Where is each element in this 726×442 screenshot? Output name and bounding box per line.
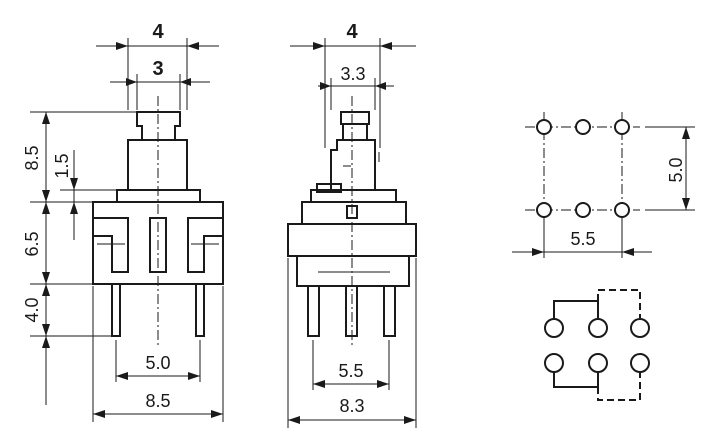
side-dim-pin-spacing: 5.5 bbox=[338, 361, 363, 381]
front-body-left-detail bbox=[93, 217, 129, 273]
footprint-hole bbox=[536, 119, 552, 135]
front-view bbox=[92, 96, 224, 345]
side-view bbox=[287, 96, 417, 345]
front-dim-top-width: 4 bbox=[152, 21, 164, 43]
schematic-dashed-link-bottom bbox=[597, 372, 641, 401]
footprint-hole bbox=[614, 202, 630, 218]
side-latch bbox=[316, 183, 342, 193]
footprint-hole bbox=[536, 202, 552, 218]
schematic-contact bbox=[544, 318, 564, 338]
footprint-hole bbox=[575, 119, 591, 135]
front-dim-step: 1.5 bbox=[52, 153, 72, 178]
front-dimensions: 4 3 8.5 6.5 4.0 1.5 5.0 bbox=[22, 21, 224, 422]
front-pin-right bbox=[195, 283, 205, 337]
pcb-footprint: 5.0 5.5 bbox=[512, 112, 695, 258]
side-dimensions: 4 3.3 5.5 8.3 bbox=[287, 21, 417, 428]
front-dim-pin-length: 4.0 bbox=[22, 297, 42, 322]
front-body-right-detail bbox=[187, 217, 223, 273]
front-dim-height-upper: 8.5 bbox=[22, 145, 42, 170]
side-dim-stem-width: 3.3 bbox=[340, 64, 365, 84]
schematic-solid-link bbox=[553, 300, 599, 328]
front-dim-body-width: 8.5 bbox=[145, 391, 170, 411]
side-plunger-cap bbox=[340, 111, 370, 125]
side-dim-body-width: 8.3 bbox=[339, 396, 364, 416]
side-pin-middle bbox=[345, 285, 358, 337]
schematic-dashed-link bbox=[597, 289, 641, 318]
front-dim-height-body: 6.5 bbox=[22, 231, 42, 256]
front-dim-pin-spacing: 5.0 bbox=[145, 353, 170, 373]
side-dim-top-width: 4 bbox=[346, 21, 358, 43]
footprint-hole bbox=[614, 119, 630, 135]
side-pin-right bbox=[383, 285, 396, 337]
schematic-contact bbox=[588, 353, 608, 373]
side-pin-left bbox=[307, 285, 320, 337]
front-pin-left bbox=[111, 283, 121, 337]
schematic-contact bbox=[630, 353, 650, 373]
footprint-dim-row-spacing: 5.0 bbox=[666, 157, 686, 182]
schematic-contact bbox=[544, 353, 564, 373]
side-plunger-stem bbox=[330, 139, 376, 191]
footprint-dim-col-spacing: 5.5 bbox=[570, 229, 595, 249]
side-body-lower bbox=[296, 255, 410, 287]
schematic-contact bbox=[630, 318, 650, 338]
schematic-solid-link-bottom bbox=[553, 372, 599, 388]
footprint-hole bbox=[575, 202, 591, 218]
schematic-contact bbox=[588, 318, 608, 338]
front-dim-stem-width: 3 bbox=[152, 58, 163, 80]
switch-schematic bbox=[544, 289, 650, 401]
side-plunger-neck bbox=[342, 123, 368, 141]
